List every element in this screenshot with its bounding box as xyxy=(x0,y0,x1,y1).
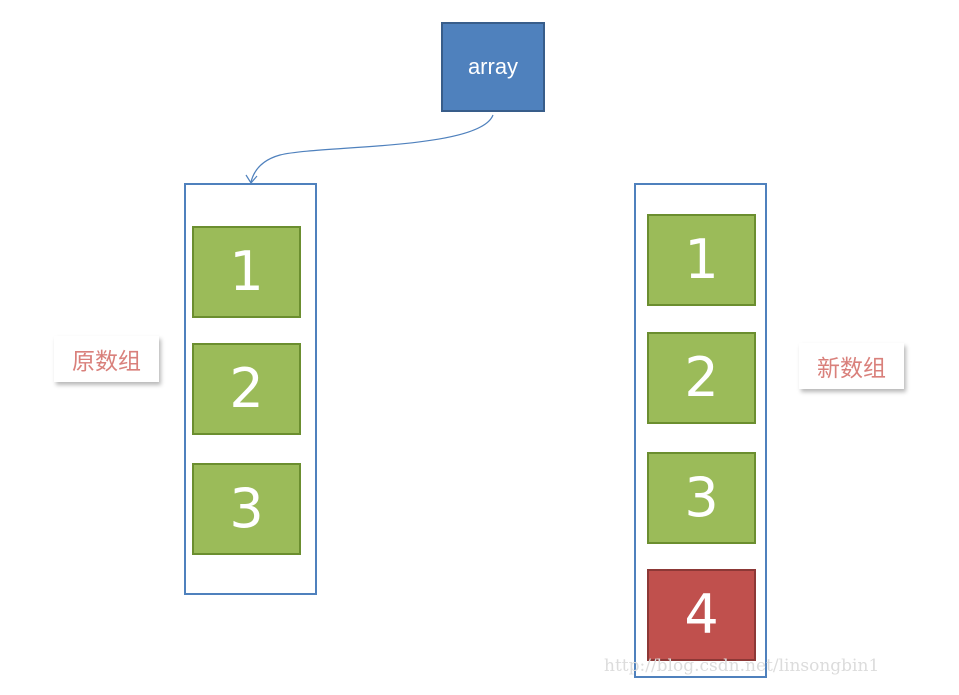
new-array-cell-value: 2 xyxy=(684,346,719,409)
original-array-label-text: 原数组 xyxy=(72,349,141,375)
reference-arrow-head xyxy=(245,174,258,185)
array-pointer-box: array xyxy=(441,22,545,112)
original-array-cell: 1 xyxy=(192,226,301,318)
new-array-cell: 2 xyxy=(647,332,756,424)
new-array-cell: 1 xyxy=(647,214,756,306)
new-array-added-cell-value: 4 xyxy=(684,583,719,646)
reference-arrow-line xyxy=(250,114,494,183)
watermark: http://blog.csdn.net/linsongbin1 xyxy=(604,656,880,676)
original-array-cell-value: 3 xyxy=(229,477,264,540)
original-array-cell: 2 xyxy=(192,343,301,435)
original-array-label: 原数组 xyxy=(54,336,159,382)
new-array-label-text: 新数组 xyxy=(817,356,886,382)
original-array-cell-value: 1 xyxy=(229,240,264,303)
new-array-cell-value: 1 xyxy=(684,228,719,291)
original-array-cell-value: 2 xyxy=(229,357,264,420)
array-pointer-label: array xyxy=(467,54,519,79)
new-array-added-cell: 4 xyxy=(647,569,756,661)
new-array-cell-value: 3 xyxy=(684,466,719,529)
original-array-cell: 3 xyxy=(192,463,301,555)
new-array-cell: 3 xyxy=(647,452,756,544)
new-array-label: 新数组 xyxy=(799,343,904,389)
